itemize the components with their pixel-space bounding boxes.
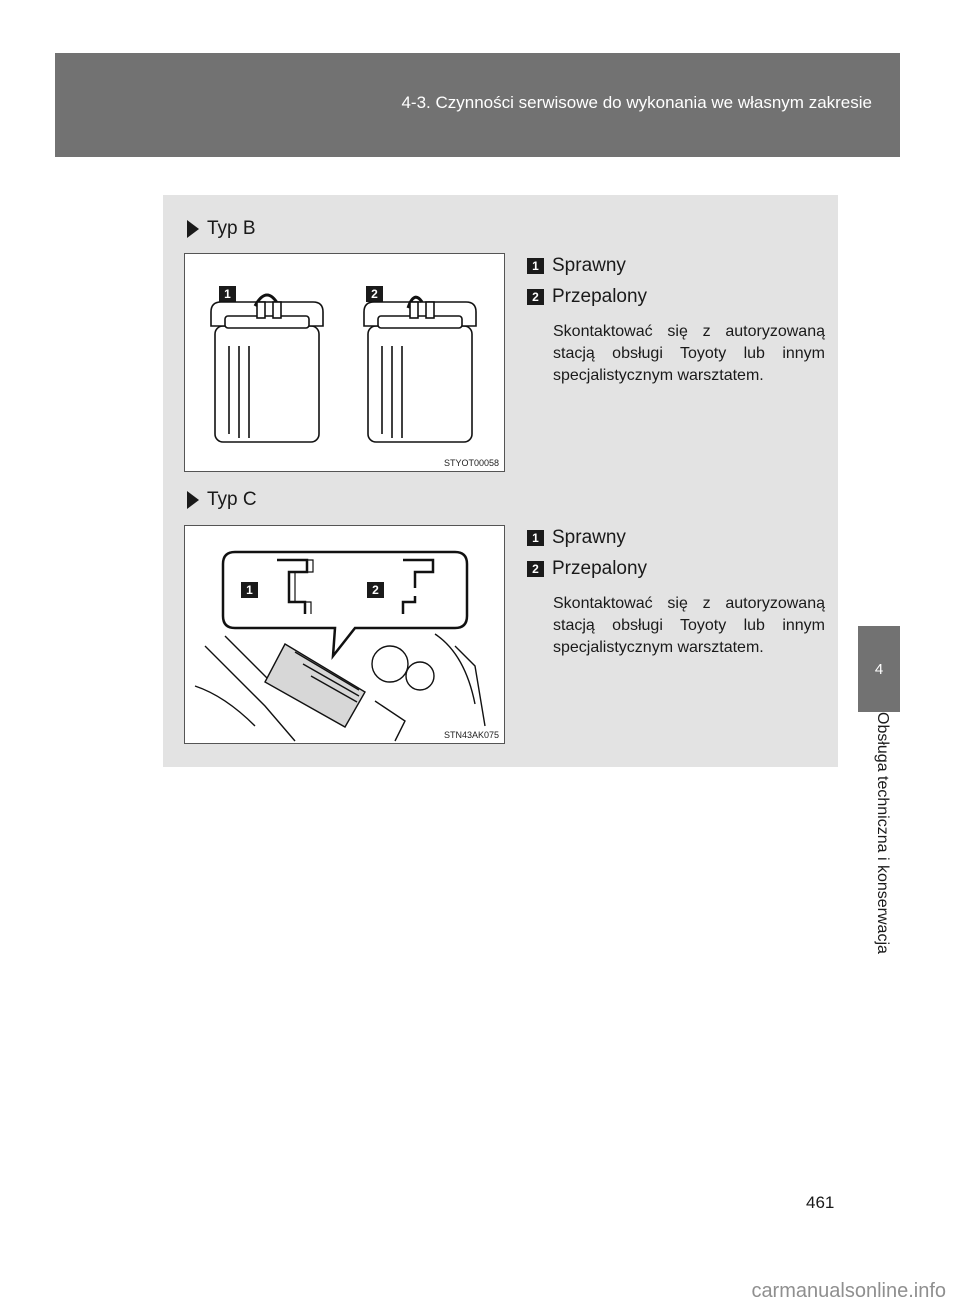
fuse-box-illustration: [194, 550, 486, 742]
figure-badge-2: 2: [367, 582, 384, 598]
legend-label: Przepalony: [552, 286, 648, 307]
legend-label: Sprawny: [552, 255, 626, 276]
description-text: Skontaktować się z autoryzowaną stacją o…: [553, 595, 825, 656]
figure-fuse-typ-b: 1 2 STYOT00058: [184, 253, 505, 472]
page-number: 461: [806, 1193, 835, 1212]
legend-item-1: 1 Sprawny: [527, 255, 626, 277]
figure-badge-2: 2: [366, 286, 383, 302]
section-heading-typ-c: Typ C: [187, 489, 257, 511]
legend-label: Przepalony: [552, 558, 648, 579]
chapter-label-text: Obsługa techniczna i konserwacja: [874, 712, 891, 954]
legend-badge: 1: [527, 258, 544, 274]
figure-badge-1: 1: [219, 286, 236, 302]
legend-badge: 2: [527, 289, 544, 305]
triangle-bullet-icon: [187, 491, 199, 509]
triangle-bullet-icon: [187, 220, 199, 238]
chapter-tab-number[interactable]: 4: [858, 626, 900, 712]
figure-code: STN43AK075: [443, 730, 499, 740]
figure-code: STYOT00058: [443, 458, 499, 468]
legend-item-2: 2 Przepalony: [527, 286, 647, 308]
watermark: carmanualsonline.info: [751, 1280, 946, 1302]
legend-label: Sprawny: [552, 527, 626, 548]
description-text: Skontaktować się z autoryzowaną stacją o…: [553, 323, 825, 384]
section-heading-text: Typ C: [207, 489, 257, 510]
legend-badge: 1: [527, 530, 544, 546]
section-heading-text: Typ B: [207, 218, 256, 239]
legend-item-2: 2 Przepalony: [527, 558, 647, 580]
legend-item-1: 1 Sprawny: [527, 527, 626, 549]
chapter-tab-label: Obsługa techniczna i konserwacja: [858, 712, 900, 1025]
legend-badge: 2: [527, 561, 544, 577]
figure-fuse-typ-c: 1 2 STN43AK075: [184, 525, 505, 744]
section-title: 4-3. Czynności serwisowe do wykonania we…: [401, 93, 872, 112]
fuse-cartridge-illustration: [210, 293, 477, 443]
section-heading-typ-b: Typ B: [187, 218, 256, 240]
page-header: 4-3. Czynności serwisowe do wykonania we…: [55, 53, 900, 157]
figure-badge-1: 1: [241, 582, 258, 598]
